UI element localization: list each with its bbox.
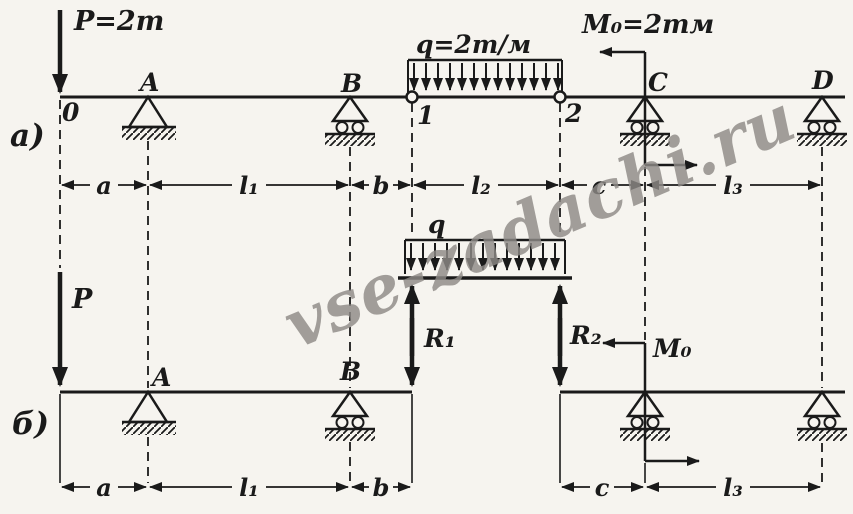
point-label-0: 0 xyxy=(62,98,80,127)
support-d-roller-top xyxy=(797,94,847,146)
moment-m0-label-top: M₀=2тм xyxy=(581,10,714,40)
reaction-r1-label: R₁ xyxy=(423,324,456,353)
point-label-c-top: C xyxy=(648,68,668,97)
suspended-span xyxy=(398,238,572,280)
dim-label-l3-bottom: l₃ xyxy=(723,473,743,502)
load-q-label-top: q=2т/м xyxy=(416,30,531,59)
dim-label-l1-top: l₁ xyxy=(239,171,259,200)
point-label-a-bottom: A xyxy=(150,363,171,392)
hinge-2-icon xyxy=(553,90,567,104)
dim-label-b-top: b xyxy=(373,171,390,200)
reaction-arrows xyxy=(404,284,568,387)
force-p-label-top: P=2т xyxy=(73,6,164,37)
load-q-label-bottom: q xyxy=(428,210,445,239)
force-p-label-bottom: P xyxy=(71,284,93,315)
dim-label-a-bottom: a xyxy=(96,473,112,502)
hinge-1-icon xyxy=(405,90,419,104)
panel-label-a: а) xyxy=(10,118,45,154)
extension-lines xyxy=(59,100,823,483)
dim-label-c-bottom: c xyxy=(595,473,610,502)
diagram-b: б) P q R₁ R₂ M₀ A B a l₁ b c l₃ xyxy=(12,210,847,502)
dim-label-l1-bottom: l₁ xyxy=(239,473,259,502)
reaction-r2-label: R₂ xyxy=(569,321,602,350)
dim-label-c-top: c xyxy=(592,171,607,200)
dim-label-b-bottom: b xyxy=(373,473,390,502)
dim-label-l3-top: l₃ xyxy=(723,171,743,200)
support-a-pin-top xyxy=(122,94,176,140)
distributed-load-top xyxy=(407,58,563,94)
point-label-d-top: D xyxy=(811,66,834,95)
support-b-roller-top xyxy=(325,94,375,146)
point-label-a-top: A xyxy=(138,68,159,97)
support-c-roller-bottom xyxy=(620,389,670,441)
point-label-hinge2: 2 xyxy=(564,99,582,128)
panel-label-b: б) xyxy=(12,406,49,442)
support-b-roller-bottom xyxy=(325,389,375,441)
support-c-roller-top xyxy=(620,94,670,146)
moment-m0-label-bottom: M₀ xyxy=(652,334,692,363)
support-d-roller-bottom xyxy=(797,389,847,441)
support-a-pin-bottom xyxy=(122,389,176,435)
dim-label-a-top: a xyxy=(96,171,112,200)
point-label-b-top: B xyxy=(340,69,362,98)
dim-label-l2-top: l₂ xyxy=(471,171,491,200)
moment-m0-bottom xyxy=(602,338,700,466)
point-label-b-bottom: B xyxy=(339,357,361,386)
point-label-hinge1: 1 xyxy=(417,101,434,130)
moment-m0-top xyxy=(599,47,698,170)
diagram-a: а) P=2т q=2т/м M₀=2тм 0 A B C D 1 2 a l₁… xyxy=(10,6,847,200)
extension-lines-solid xyxy=(59,394,646,483)
